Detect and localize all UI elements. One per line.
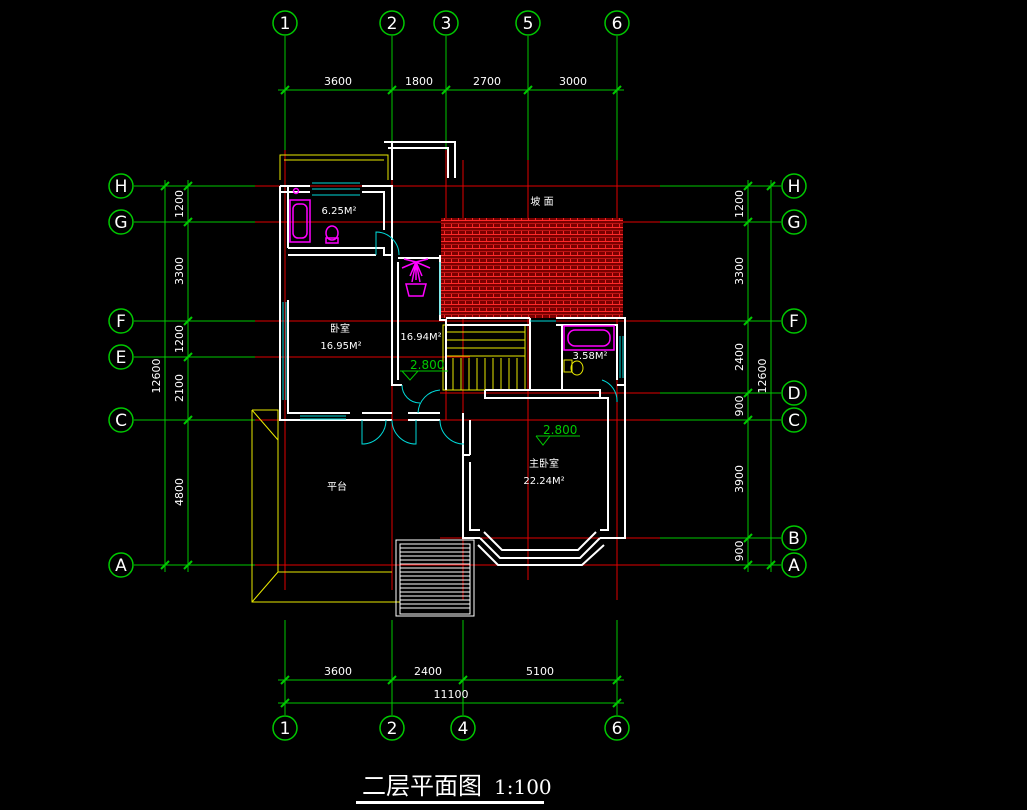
drawing-title: 二层平面图 1:100 — [362, 766, 552, 801]
axis-label-right-G: G — [787, 213, 800, 233]
dim-top-4: 3000 — [559, 75, 587, 88]
axis-label-left-A: A — [115, 556, 127, 576]
axis-label-left-H: H — [115, 177, 128, 197]
axis-label-right-D: D — [787, 384, 800, 404]
dim-right-total: 12600 — [756, 359, 769, 394]
axis-label-left-F: F — [116, 312, 126, 332]
dim-right-5: 3900 — [733, 465, 746, 493]
level-marker-2: 2.800 — [543, 423, 577, 437]
dim-left-3: 1200 — [173, 325, 186, 353]
room-name-roof: 坡 面 — [530, 195, 553, 208]
title-underline — [356, 801, 544, 804]
roof-hatch — [441, 218, 623, 318]
axis-label-right-F: F — [789, 312, 799, 332]
dim-bottom-2: 2400 — [414, 665, 442, 678]
dim-right-4: 900 — [733, 396, 746, 417]
axis-label-left-E: E — [116, 348, 127, 368]
dim-bottom-1: 3600 — [324, 665, 352, 678]
dim-bottom-total: 11100 — [434, 688, 469, 701]
axis-label-bottom-2: 2 — [387, 719, 398, 739]
axis-label-top-6: 6 — [612, 14, 623, 34]
axis-label-left-C: C — [115, 411, 127, 431]
room-name-bedroom: 卧室 — [330, 322, 350, 335]
level-marker-1: 2.800 — [410, 358, 444, 372]
drawing-title-text: 二层平面图 — [362, 772, 482, 800]
axis-label-right-C: C — [788, 411, 800, 431]
dim-top-1: 3600 — [324, 75, 352, 88]
dim-left-2: 3300 — [173, 257, 186, 285]
axis-label-right-B: B — [788, 529, 800, 549]
axis-label-bottom-1: 1 — [280, 719, 291, 739]
axis-label-bottom-4: 4 — [458, 719, 469, 739]
dim-top-2: 1800 — [405, 75, 433, 88]
dim-left-5: 4800 — [173, 478, 186, 506]
axis-label-left-G: G — [114, 213, 127, 233]
dim-left-total: 12600 — [150, 359, 163, 394]
axis-label-right-H: H — [788, 177, 801, 197]
dim-left-1: 1200 — [173, 190, 186, 218]
dim-top-3: 2700 — [473, 75, 501, 88]
room-area-master: 22.24M² — [523, 476, 564, 487]
axis-label-bottom-6: 6 — [612, 719, 623, 739]
axis-label-top-3: 3 — [441, 14, 452, 34]
room-area-bath-right: 3.58M² — [573, 351, 608, 362]
room-name-terrace: 平台 — [327, 480, 347, 493]
dim-right-3: 2400 — [733, 343, 746, 371]
dim-bottom-3: 5100 — [526, 665, 554, 678]
room-area-bedroom: 16.95M² — [320, 341, 361, 352]
room-area-bath-top: 6.25M² — [322, 206, 357, 217]
room-area-mid: 16.94M² — [400, 332, 441, 343]
axis-label-right-A: A — [788, 556, 800, 576]
dim-right-1: 1200 — [733, 190, 746, 218]
dim-right-2: 3300 — [733, 257, 746, 285]
axis-label-top-2: 2 — [387, 14, 398, 34]
dim-left-4: 2100 — [173, 374, 186, 402]
axis-label-top-1: 1 — [280, 14, 291, 34]
room-name-master: 主卧室 — [529, 457, 559, 470]
axis-label-top-5: 5 — [523, 14, 534, 34]
dim-right-6: 900 — [733, 541, 746, 562]
drawing-scale: 1:100 — [494, 775, 552, 799]
